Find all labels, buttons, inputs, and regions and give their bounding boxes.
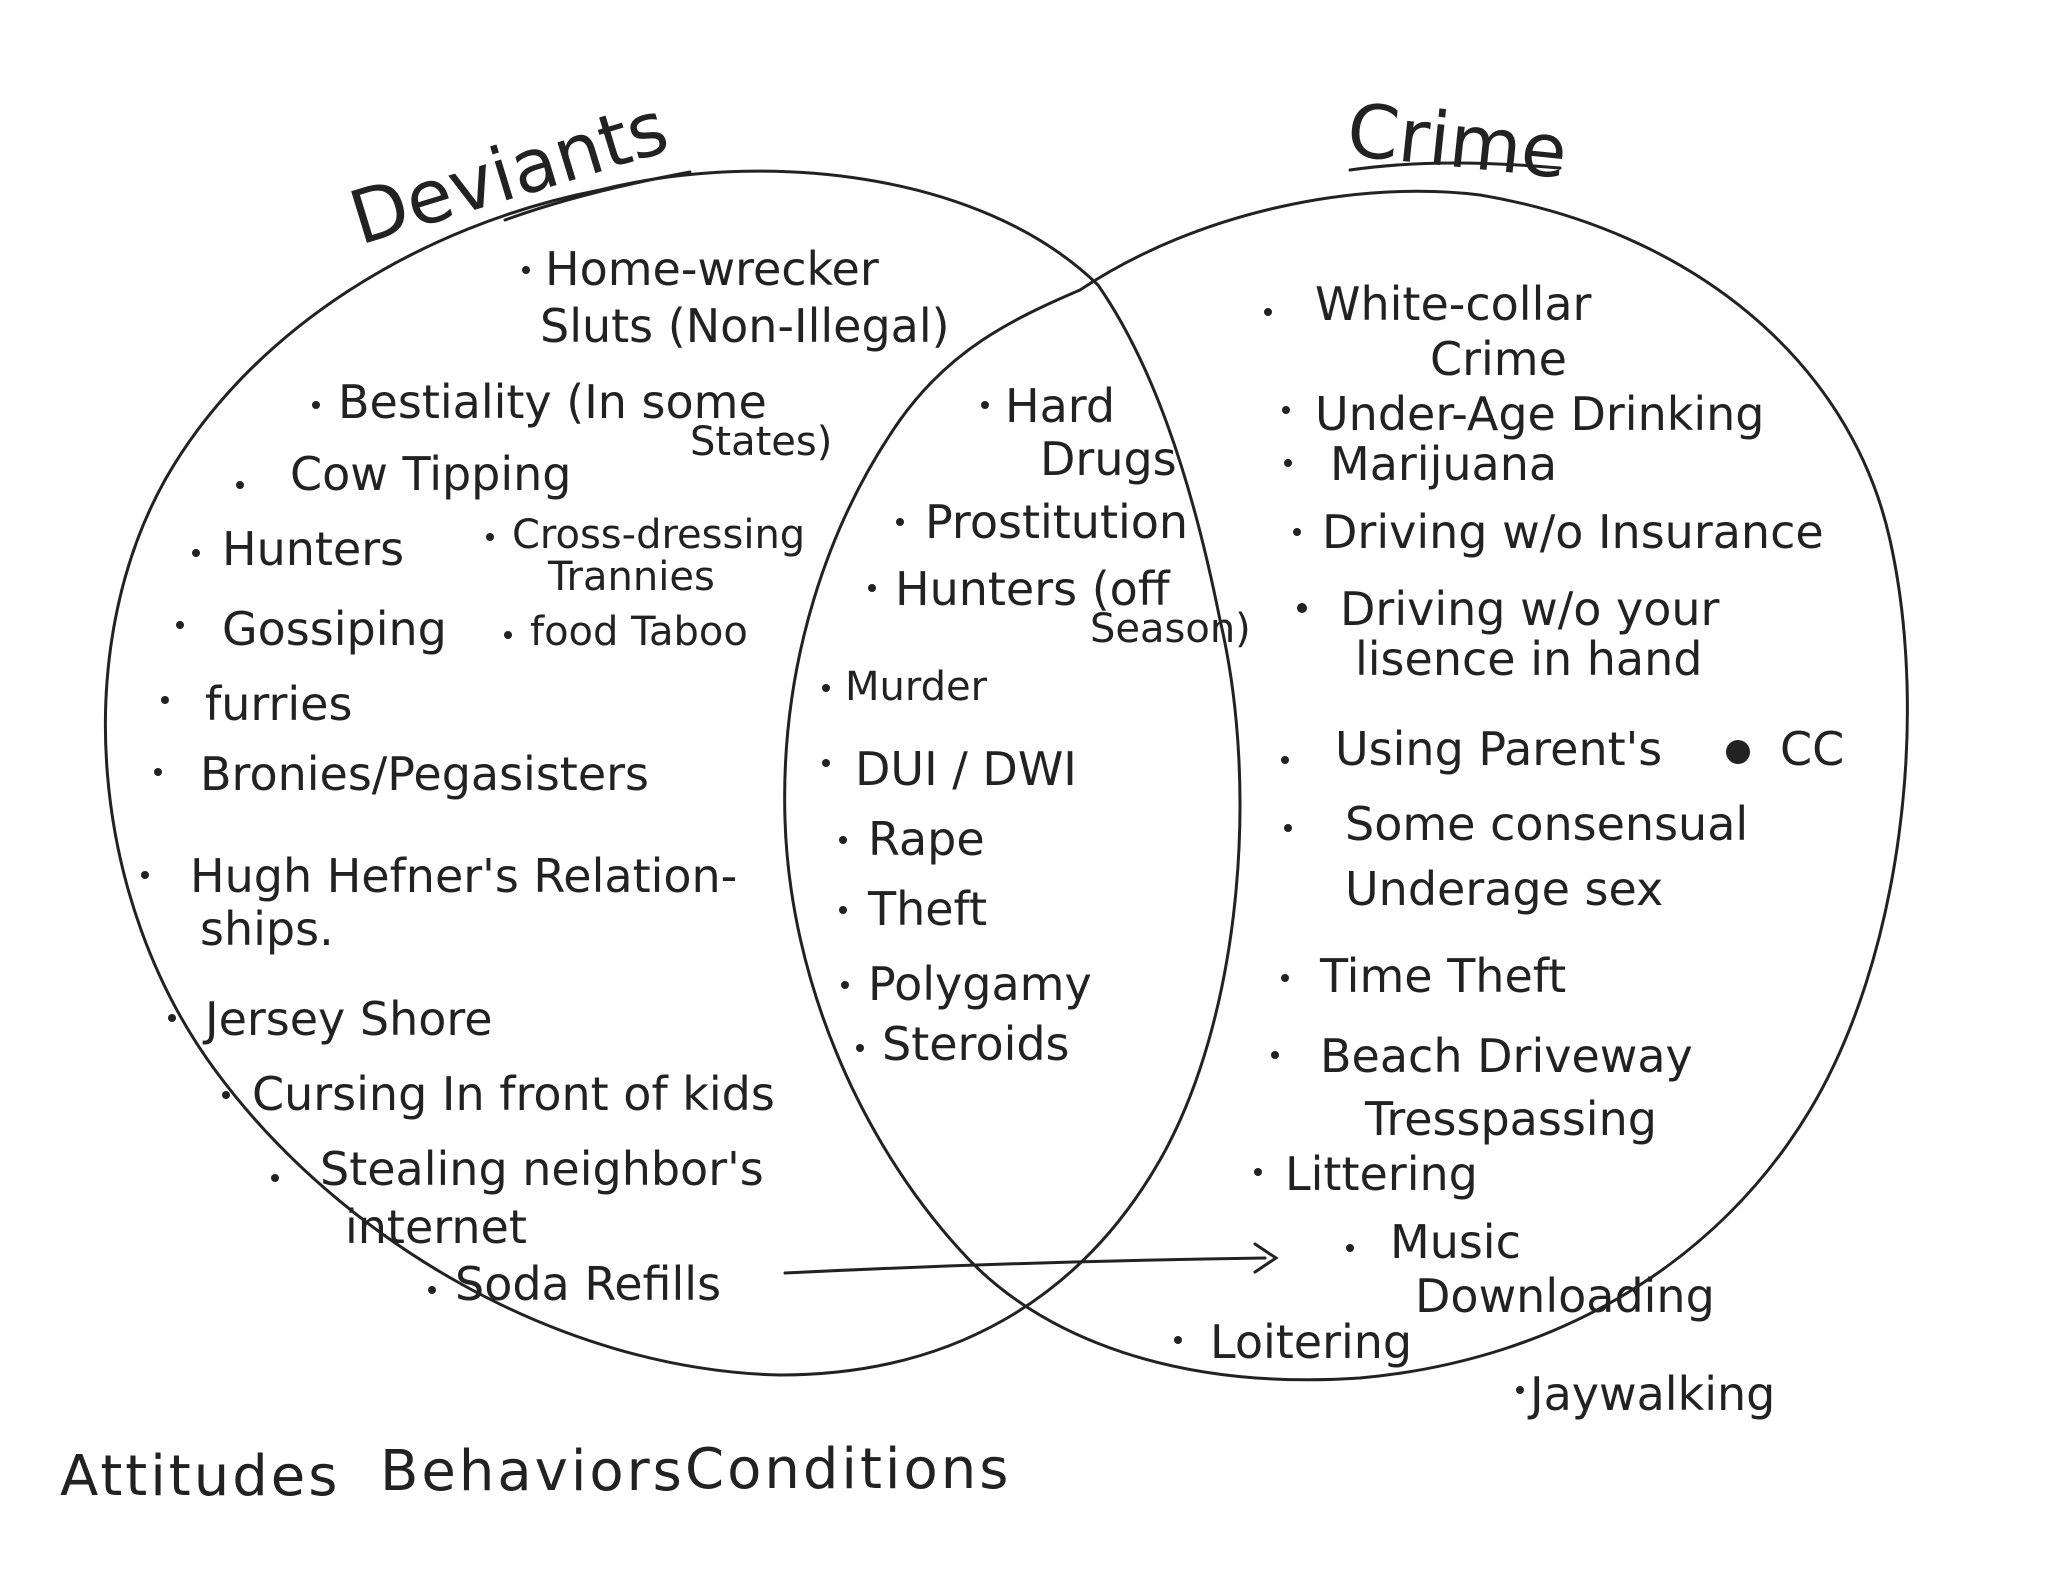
overlap-item: Hunters (off [895,562,1171,616]
deviant-item: food Taboo [530,609,748,655]
deviants-underline [503,170,692,222]
deviant-item: Hugh Hefner's Relation- [190,849,737,903]
overlap-item: Murder [845,664,988,710]
deviant-item: Cow Tipping [290,447,572,501]
deviant-item: internet [345,1200,527,1254]
arrow-head [1253,1242,1279,1274]
arrow-line [783,1256,1267,1275]
overlap-item: Season) [1090,606,1251,652]
footer-attitudes: Attitudes [60,1444,340,1509]
crime-item: CC [1780,722,1844,776]
deviant-item: Jersey Shore [202,992,493,1046]
deviant-item: Gossiping [222,602,447,656]
crime-underline [1348,161,1562,172]
deviant-only-items: Home-wrecker Sluts (Non-Illegal) Bestial… [141,242,950,1311]
deviants-title: Deviants [340,84,678,262]
deviant-item: Hunters [222,522,404,576]
deviant-item: Home-wrecker [545,242,879,296]
crime-item: Driving w/o your [1340,582,1719,636]
crime-item: lisence in hand [1355,632,1702,686]
overlap-item: DUI / DWI [855,742,1077,796]
overlap-item: Rape [868,812,985,866]
crime-item: Using Parent's [1335,722,1662,776]
scribble-icon [1726,740,1750,764]
deviant-item: States) [690,419,832,465]
crime-item: Music [1390,1215,1521,1269]
overlap-item: Theft [867,882,987,936]
deviant-item: Sluts (Non-Illegal) [540,299,950,353]
deviant-item: Stealing neighbor's [320,1142,764,1196]
deviant-item: ships. [200,902,334,956]
overlap-item: Prostitution [925,495,1188,549]
crime-item: Beach Driveway [1320,1029,1693,1083]
footer-labels: Attitudes Behaviors Conditions [60,1437,1011,1509]
overlap-item: Drugs [1040,432,1177,486]
crime-item: Downloading [1415,1269,1715,1323]
crime-title: Crime [1343,87,1571,196]
crime-item: Marijuana [1330,437,1557,491]
deviant-item: Soda Refills [455,1257,721,1311]
deviants-circle [103,169,1242,1377]
deviant-item: Cross-dressing [512,512,805,558]
crime-item: Driving w/o Insurance [1322,505,1824,559]
deviant-item: Bronies/Pegasisters [200,747,649,801]
crime-item: Loitering [1210,1315,1412,1369]
crime-only-items: White-collar Crime Under-Age Drinking Ma… [1174,277,1844,1421]
deviant-item: Cursing In front of kids [252,1067,775,1121]
crime-item: Under-Age Drinking [1315,387,1765,441]
crime-item: Underage sex [1345,862,1663,916]
crime-item: Crime [1430,332,1567,386]
crime-item: Tresspassing [1364,1092,1657,1146]
crime-item: Time Theft [1319,949,1566,1003]
footer-conditions: Conditions [685,1437,1011,1502]
deviant-item: Bestiality (In some [338,375,767,429]
overlap-items: Hard Drugs Prostitution Hunters (off Sea… [822,379,1251,1071]
crime-item: Some consensual [1345,797,1748,851]
overlap-item: Polygamy [868,957,1092,1011]
deviant-item: Trannies [547,554,715,600]
deviant-item: furries [205,677,352,731]
crime-item: Littering [1285,1147,1478,1201]
crime-circle [783,189,1909,1382]
crime-item: Jaywalking [1527,1367,1775,1421]
overlap-item: Steroids [882,1017,1070,1071]
crime-item: White-collar [1315,277,1592,331]
footer-behaviors: Behaviors [380,1439,685,1504]
overlap-item: Hard [1005,379,1115,433]
